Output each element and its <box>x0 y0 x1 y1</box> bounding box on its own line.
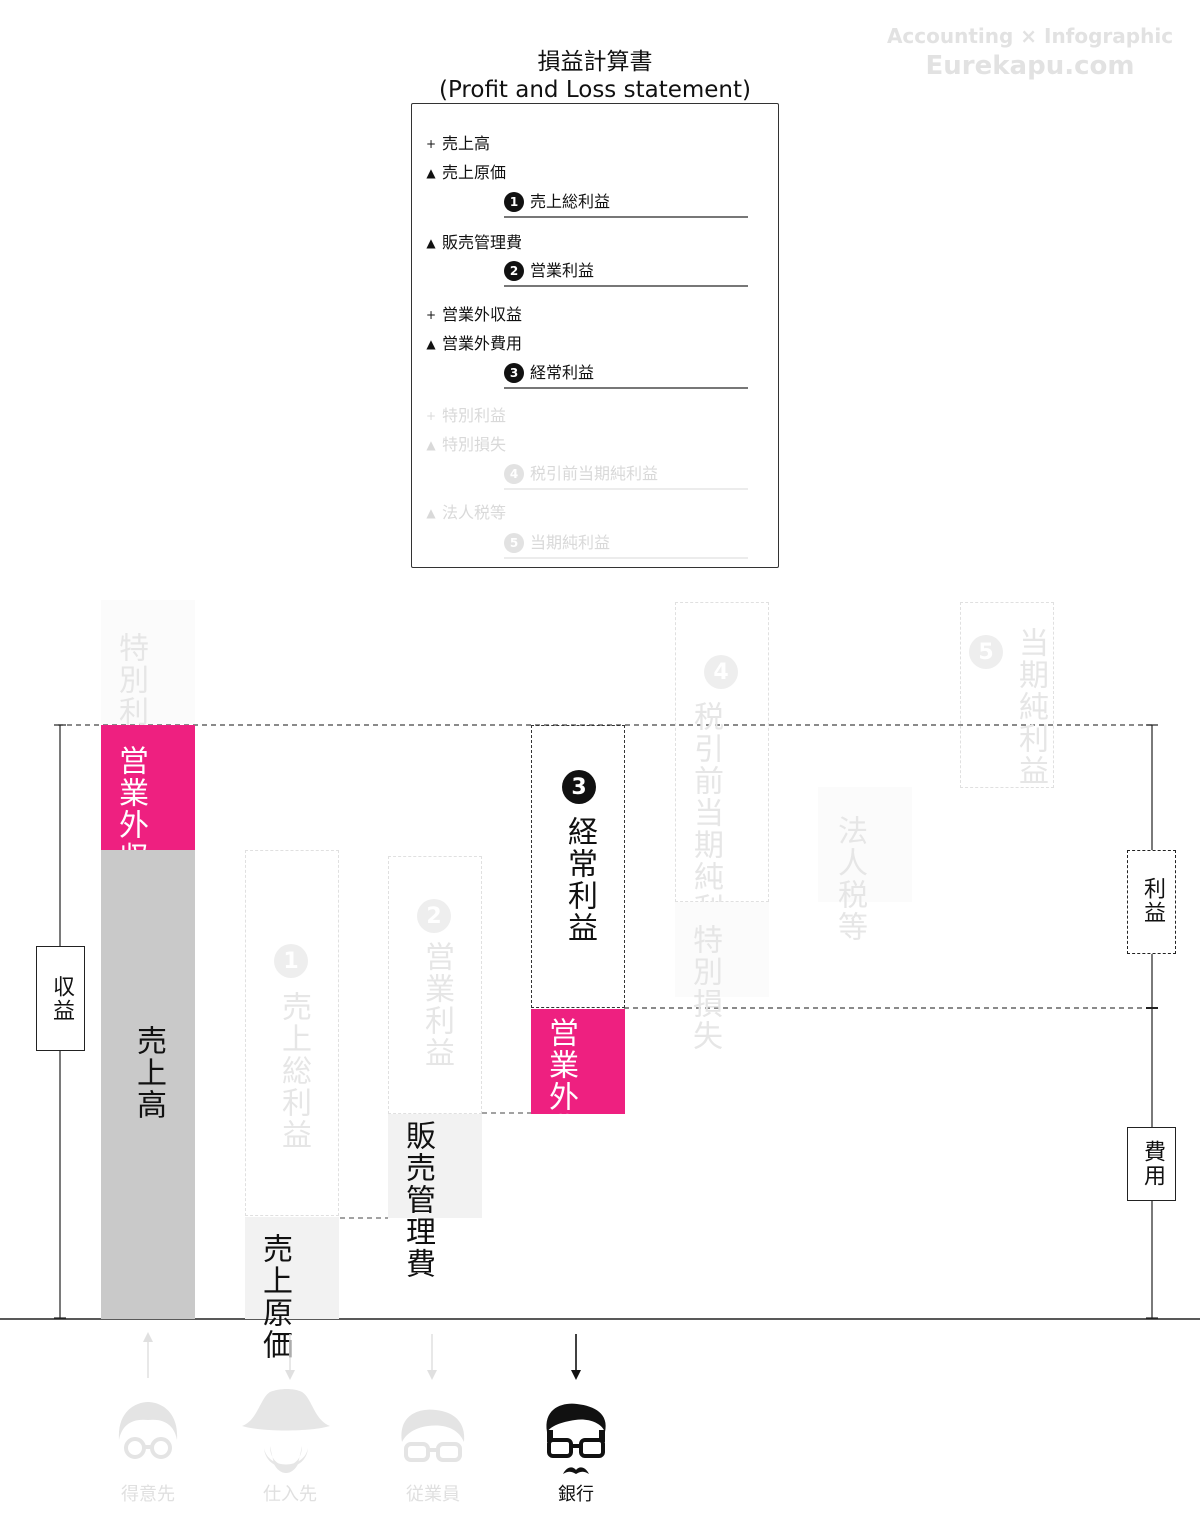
arrow-down-employee <box>427 1334 437 1380</box>
bank-label: 銀行 <box>558 1484 594 1505</box>
stmt-row-corporate-tax: ▲ 法人税等 <box>424 503 506 523</box>
expense-side-label: 費用 <box>1127 1127 1176 1201</box>
stmt-label: 売上高 <box>442 134 491 153</box>
stmt-subtotal-pretax-profit: 4 税引前当期純利益 <box>504 464 748 490</box>
stmt-label: 売上総利益 <box>530 192 611 211</box>
customer-label: 得意先 <box>121 1484 175 1505</box>
supplier-icon <box>242 1389 330 1473</box>
plus-icon: + <box>425 409 437 423</box>
stmt-label: 営業外収益 <box>442 305 523 324</box>
revenue-side-label: 収益 <box>36 946 85 1051</box>
title-japanese: 損益計算書 <box>537 49 653 75</box>
stmt-row-non-op-revenue: + 営業外収益 <box>424 305 522 325</box>
stmt-label: 当期純利益 <box>530 533 611 552</box>
stmt-label: 法人税等 <box>442 503 507 522</box>
arrow-down-supplier <box>285 1334 295 1380</box>
number-badge: 5 <box>504 533 524 553</box>
income-statement-box: + 売上高 ▲ 売上原価 1 売上総利益 ▲ 販売管理費 2 営業利益 + 営業外収益 ▲ 営… <box>411 103 779 568</box>
net-profit-number: 5 <box>969 635 1003 669</box>
stmt-label: 税引前当期純利益 <box>530 464 659 483</box>
stmt-row-extraordinary-loss: ▲ 特別損失 <box>424 435 506 455</box>
minus-triangle-icon: ▲ <box>426 337 436 351</box>
stmt-row-sales: + 売上高 <box>424 134 490 154</box>
minus-triangle-icon: ▲ <box>426 236 436 250</box>
supplier-label: 仕入先 <box>263 1484 317 1505</box>
bank-icon <box>546 1403 606 1474</box>
sales-block: 売上高 <box>101 850 195 1319</box>
non-op-expense-block: 営業外費用 <box>531 1009 625 1177</box>
stmt-subtotal-ordinary-profit: 3 経常利益 <box>504 363 748 389</box>
revenue-side-text: 収益 <box>49 975 74 1023</box>
stmt-subtotal-gross-profit: 1 売上総利益 <box>504 192 748 218</box>
plus-icon: + <box>425 308 437 322</box>
plus-icon: + <box>425 137 437 151</box>
watermark-line1: Accounting × Infographic <box>886 24 1174 48</box>
stmt-label: 経常利益 <box>530 363 595 382</box>
stmt-row-non-op-expense: ▲ 営業外費用 <box>424 334 522 354</box>
customer-icon <box>118 1402 178 1459</box>
extraordinary-gain-block: 特別利益 <box>101 600 195 760</box>
operating-profit-label: 営業利益 <box>419 941 454 1069</box>
minus-triangle-icon: ▲ <box>426 438 436 452</box>
number-badge: 4 <box>504 464 524 484</box>
sales-label: 売上高 <box>131 1025 166 1121</box>
pretax-profit-number: 4 <box>704 655 738 689</box>
number-badge: 2 <box>504 261 524 281</box>
arrow-up-customer <box>143 1332 153 1378</box>
employee-label: 従業員 <box>406 1484 460 1505</box>
minus-triangle-icon: ▲ <box>426 166 436 180</box>
title-english: (Profit and Loss statement) <box>438 77 751 103</box>
stmt-label: 特別損失 <box>442 435 507 454</box>
gross-profit-number: 1 <box>274 944 308 978</box>
stmt-label: 売上原価 <box>442 163 507 182</box>
minus-triangle-icon: ▲ <box>426 506 436 520</box>
stmt-label: 販売管理費 <box>442 233 523 252</box>
ordinary-profit-label: 経常利益 <box>562 816 597 944</box>
stmt-label: 営業外費用 <box>442 334 523 353</box>
stmt-label: 特別利益 <box>442 406 507 425</box>
stmt-row-sga: ▲ 販売管理費 <box>424 233 522 253</box>
net-profit-label: 当期純利益 <box>1013 627 1048 787</box>
arrow-down-bank <box>571 1334 581 1380</box>
stmt-label: 営業利益 <box>530 261 595 280</box>
corporate-tax-block: 法人税等 <box>818 787 912 943</box>
number-badge: 1 <box>504 192 524 212</box>
employee-icon <box>401 1409 465 1462</box>
gross-profit-block: 1 売上総利益 <box>245 850 339 1216</box>
gross-profit-label: 売上総利益 <box>276 991 311 1151</box>
watermark-line2: Eurekapu.com <box>925 51 1135 81</box>
ordinary-profit-number: 3 <box>562 770 596 804</box>
profit-side-label: 利益 <box>1127 850 1176 954</box>
operating-profit-block: 2 営業利益 <box>388 856 482 1114</box>
stmt-subtotal-net-profit: 5 当期純利益 <box>504 533 748 559</box>
stmt-row-extraordinary-gain: + 特別利益 <box>424 406 506 426</box>
profit-side-text: 利益 <box>1140 877 1165 925</box>
number-badge: 3 <box>504 363 524 383</box>
stmt-row-cogs: ▲ 売上原価 <box>424 163 506 183</box>
stmt-subtotal-operating-profit: 2 営業利益 <box>504 261 748 287</box>
non-op-revenue-block: 営業外収益 <box>101 725 195 905</box>
net-profit-block: 5 当期純利益 <box>960 602 1054 788</box>
page-title: 損益計算書 (Profit and Loss statement) <box>395 48 795 104</box>
operating-profit-number: 2 <box>417 899 451 933</box>
ordinary-profit-block: 3 経常利益 <box>531 725 625 1008</box>
expense-side-text: 費用 <box>1140 1140 1165 1188</box>
